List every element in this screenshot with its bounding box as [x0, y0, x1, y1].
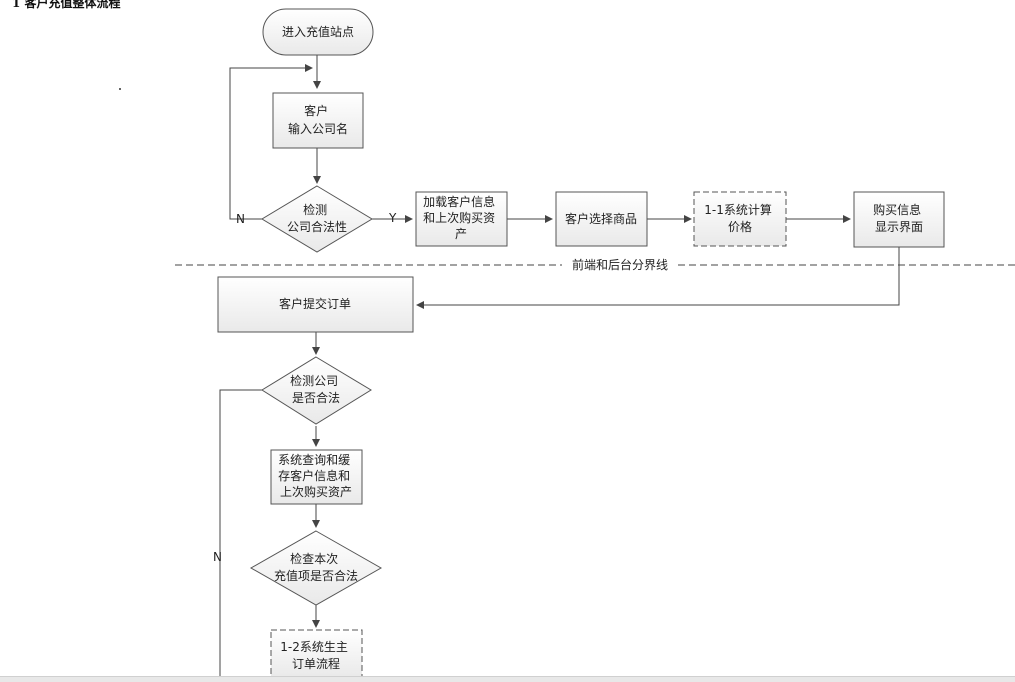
node-gen-order-line-1: 1-2系统生主	[280, 640, 348, 654]
svg-text:检测 公司合法性: 检测 公司合法性	[287, 202, 347, 234]
svg-text:1-2系统生主 订单流程: 1-2系统生主 订单流程	[280, 640, 351, 671]
node-select-goods-line-1: 客户选择商品	[565, 211, 637, 226]
edge-checklegal-no	[219, 389, 262, 681]
bottom-bar	[0, 676, 1015, 682]
node-query-cache-line-3: 上次购买资产	[280, 484, 352, 499]
node-calc-price-line-2: 价格	[728, 219, 752, 234]
label-yes-1: Y	[388, 211, 397, 225]
node-check-company-line-2: 公司合法性	[287, 219, 347, 234]
node-gen-order: 1-2系统生主 订单流程	[270, 629, 363, 679]
frontend-backend-divider: 前端和后台分界线	[175, 257, 1015, 272]
node-show-purchase-line-2: 显示界面	[875, 220, 923, 234]
node-check-legal-line-1: 检测公司	[290, 373, 338, 388]
node-start-line-1: 进入充值站点	[282, 24, 354, 39]
dot-mark	[119, 88, 121, 90]
node-load-info-line-3: 产	[455, 227, 467, 241]
svg-text:检查本次 充值项是否合法: 检查本次 充值项是否合法	[274, 551, 358, 583]
node-load-info: 加载客户信息 和上次购买资 产	[415, 191, 508, 247]
node-show-purchase-line-1: 购买信息	[873, 202, 921, 217]
label-no-1: N	[236, 212, 245, 226]
node-check-company: 检测 公司合法性	[261, 185, 373, 253]
svg-text:加载客户信息 和上次购买资 产: 加载客户信息 和上次购买资 产	[423, 194, 499, 241]
svg-text:检测公司 是否合法: 检测公司 是否合法	[290, 373, 342, 405]
svg-text:系统查询和缓 存客户信息和 上次购买: 系统查询和缓 存客户信息和 上次购买资产	[278, 453, 354, 499]
node-calc-price: 1-1系统计算 价格	[693, 191, 787, 247]
node-input-company-line-2: 输入公司名	[288, 121, 348, 136]
edge-check-no-loop	[229, 64, 313, 220]
node-select-goods: 客户选择商品	[555, 191, 648, 247]
node-input-company: 客户 输入公司名	[272, 92, 364, 149]
node-query-cache-line-1: 系统查询和缓	[278, 453, 350, 467]
node-input-company-line-1: 客户	[304, 103, 328, 118]
svg-text:客户提交订单: 客户提交订单	[279, 296, 351, 311]
svg-text:购买信息 显示界面: 购买信息 显示界面	[873, 202, 925, 234]
node-check-recharge: 检查本次 充值项是否合法	[249, 530, 383, 606]
node-query-cache-line-2: 存客户信息和	[278, 468, 350, 483]
node-check-company-line-1: 检测	[303, 202, 327, 217]
label-no-2: N	[213, 550, 222, 564]
svg-text:1-1系统计算 价格: 1-1系统计算 价格	[704, 202, 775, 234]
node-check-legal-line-2: 是否合法	[292, 390, 340, 405]
page-title: 1 客户充值整体流程	[12, 0, 121, 10]
node-start: 进入充值站点	[262, 8, 374, 56]
node-gen-order-line-2: 订单流程	[292, 656, 340, 671]
node-submit-order: 客户提交订单	[217, 276, 414, 333]
node-load-info-line-1: 加载客户信息	[423, 194, 495, 209]
node-check-recharge-line-2: 充值项是否合法	[274, 568, 358, 583]
node-query-cache: 系统查询和缓 存客户信息和 上次购买资产	[270, 449, 363, 505]
node-load-info-line-2: 和上次购买资	[423, 210, 495, 225]
svg-text:客户 输入公司名: 客户 输入公司名	[288, 103, 348, 136]
node-show-purchase: 购买信息 显示界面	[853, 191, 945, 248]
node-check-recharge-line-1: 检查本次	[290, 551, 338, 566]
node-calc-price-line-1: 1-1系统计算	[704, 202, 772, 217]
node-check-legal: 检测公司 是否合法	[261, 356, 372, 425]
svg-text:进入充值站点: 进入充值站点	[282, 24, 354, 39]
edges	[219, 55, 900, 681]
edge-show-submit	[416, 247, 900, 309]
divider-label: 前端和后台分界线	[572, 257, 668, 272]
svg-text:客户选择商品: 客户选择商品	[565, 211, 637, 226]
node-submit-order-line-1: 客户提交订单	[279, 296, 351, 311]
